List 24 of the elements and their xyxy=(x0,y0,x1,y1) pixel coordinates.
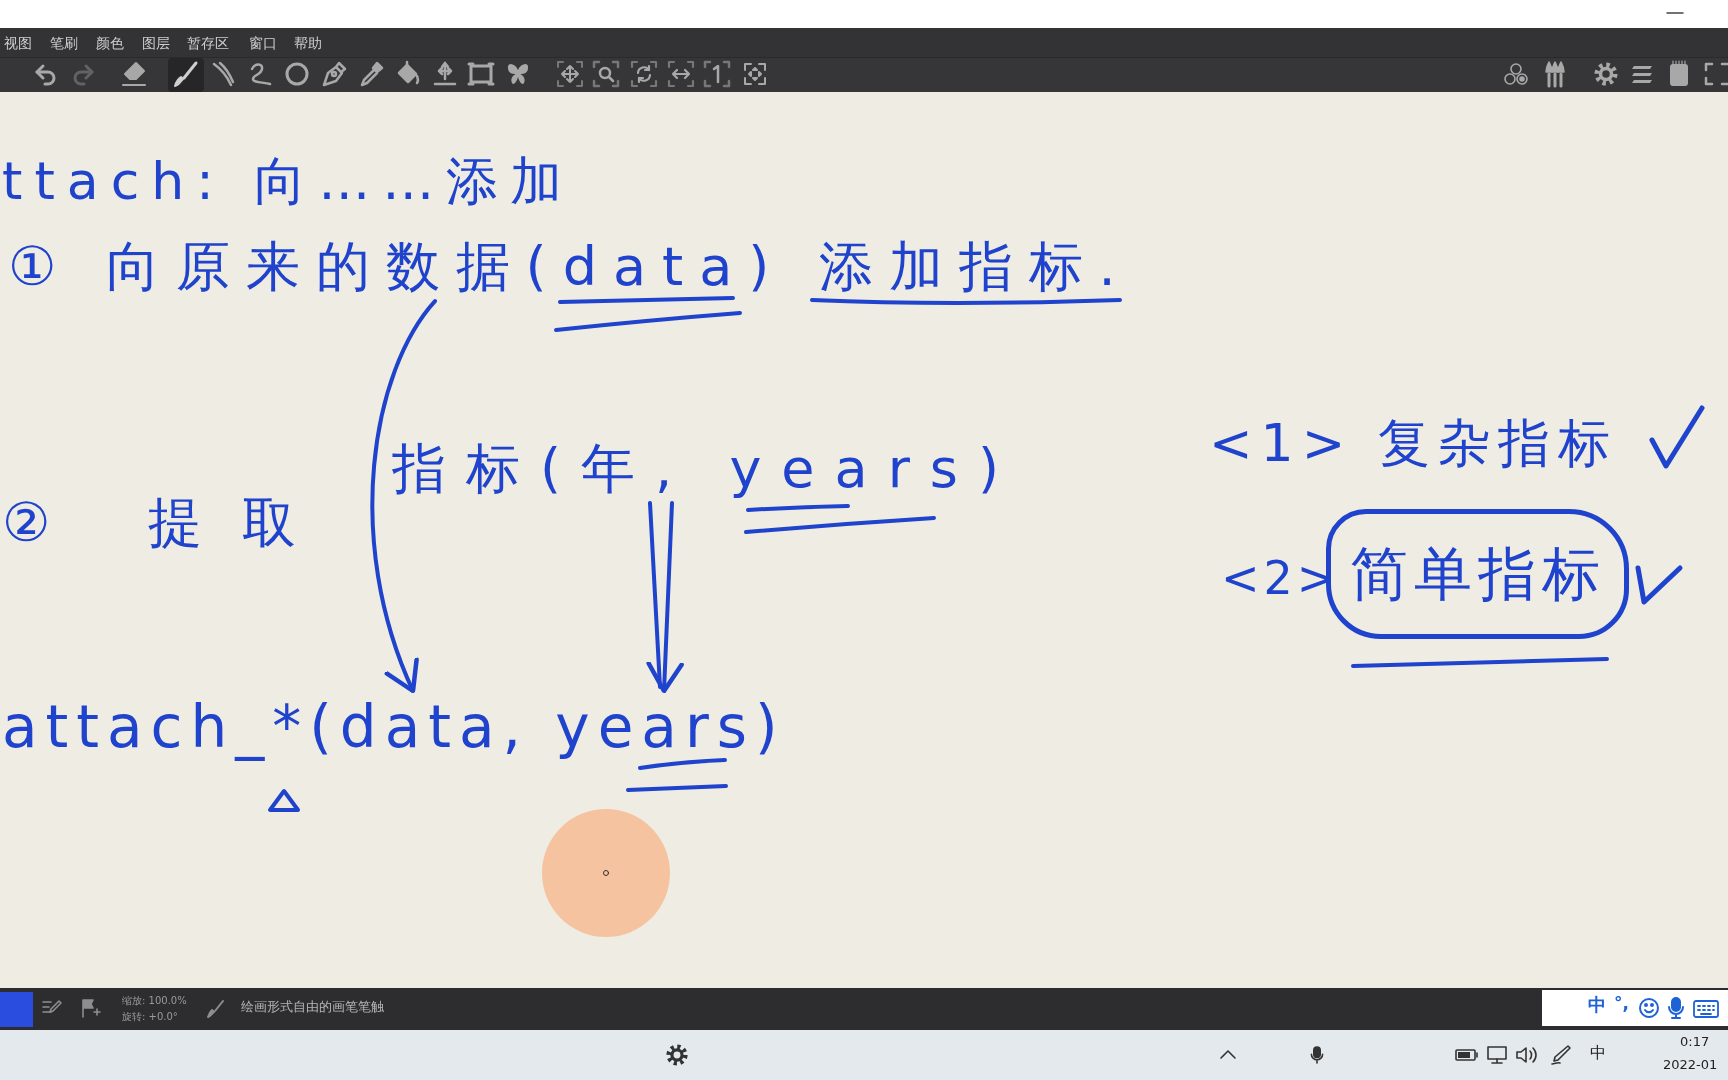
handwritten-text: 指标(年, years) xyxy=(392,438,1020,501)
zoom-level-text: 缩放: 100.0% xyxy=(122,995,187,1007)
circled-text: 简单指标 xyxy=(1326,509,1629,639)
arrow xyxy=(370,299,437,694)
clock-time: 0:17 xyxy=(1680,1035,1710,1050)
handwritten-text: ② 提取 xyxy=(2,492,336,555)
handwritten-text: ttach: 向……添加 xyxy=(2,152,575,212)
input-mode-toggle: 中 xyxy=(1588,995,1606,1016)
arrow xyxy=(646,501,684,694)
menu-item: 颜色 xyxy=(96,35,124,52)
input-mode-indicator: 中 xyxy=(1590,1044,1606,1063)
rotation-text: 旋转: +0.0° xyxy=(122,1011,178,1023)
menu-item: 窗口 xyxy=(249,35,277,52)
menu-item: 图层 xyxy=(142,35,170,52)
handwritten-text: attach_*(data, years) xyxy=(2,694,786,761)
tool-hint-text: 绘画形式自由的画笔笔触 xyxy=(241,1000,384,1015)
menu-item: 笔刷 xyxy=(50,35,78,52)
clock-date: 2022-01 xyxy=(1663,1058,1718,1073)
punctuation-toggle: °, xyxy=(1614,994,1629,1014)
menu-item: 帮助 xyxy=(294,35,322,52)
handwritten-text: ① 向原来的数据(data) 添加指标. xyxy=(8,236,1132,299)
handwritten-text: <1> 复杂指标 xyxy=(1209,414,1618,474)
menu-item: 视图 xyxy=(4,35,32,52)
menu-item: 暂存区 xyxy=(187,35,229,52)
